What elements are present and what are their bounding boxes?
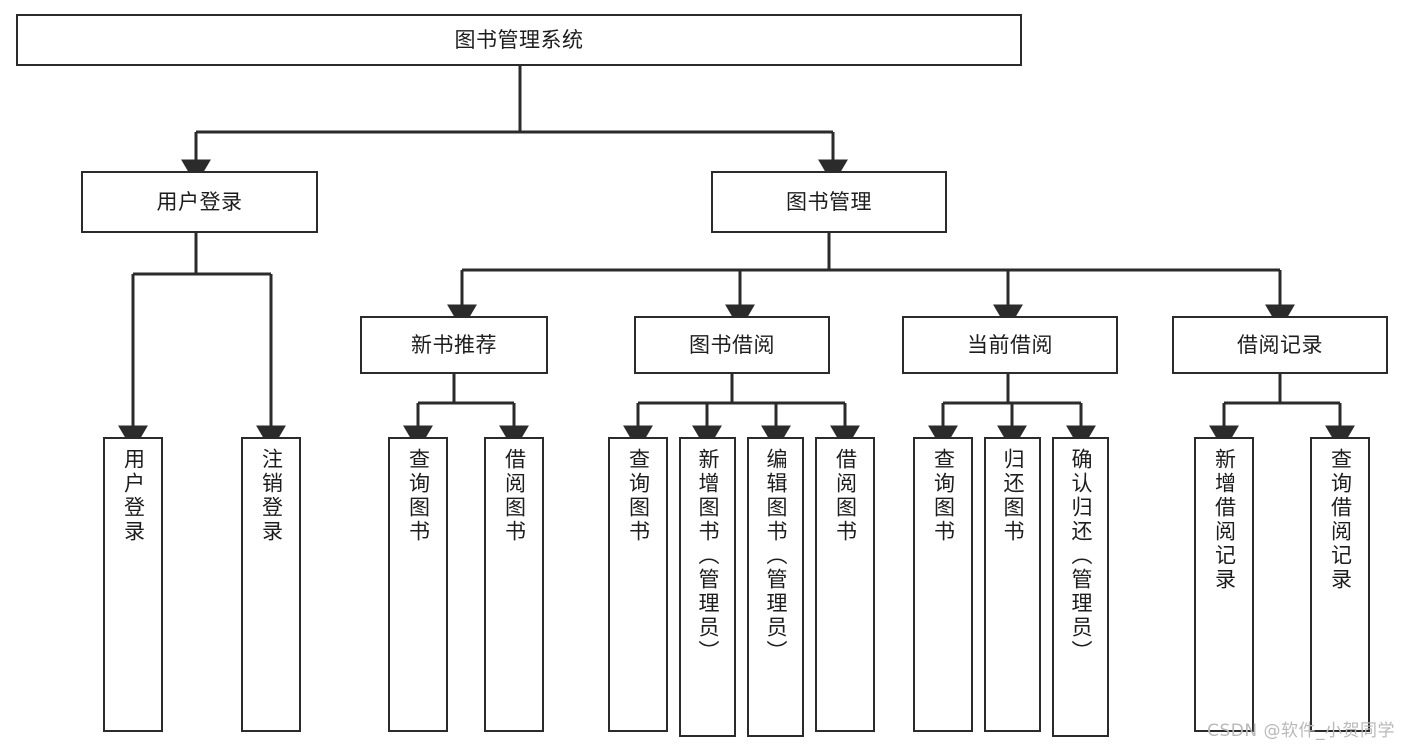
node-root-label: 图书管理系统: [454, 27, 584, 52]
leaf-borrow-book-newbook-label: 借阅图书: [502, 448, 527, 544]
node-book-borrow[interactable]: 图书借阅: [634, 316, 830, 374]
node-current-borrow-label: 当前借阅: [967, 332, 1053, 357]
node-book-management[interactable]: 图书管理: [711, 171, 947, 233]
node-current-borrow[interactable]: 当前借阅: [902, 316, 1118, 374]
leaf-add-borrow-record-label: 新增借阅记录: [1212, 448, 1237, 592]
leaf-add-book-admin-label: 新增图书（管理员）: [696, 448, 720, 664]
leaf-query-book-current[interactable]: 查询图书: [913, 437, 973, 732]
leaf-user-login[interactable]: 用户登录: [103, 437, 163, 732]
leaf-add-book-admin[interactable]: 新增图书（管理员）: [679, 437, 736, 737]
node-new-book-recommend-label: 新书推荐: [411, 332, 497, 357]
leaf-confirm-return-admin[interactable]: 确认归还（管理员）: [1052, 437, 1109, 737]
node-root[interactable]: 图书管理系统: [16, 14, 1022, 66]
leaf-return-book-label: 归还图书: [1001, 448, 1025, 544]
node-borrow-record[interactable]: 借阅记录: [1172, 316, 1388, 374]
node-user-login-label: 用户登录: [156, 189, 243, 214]
leaf-add-borrow-record[interactable]: 新增借阅记录: [1194, 437, 1254, 732]
node-new-book-recommend[interactable]: 新书推荐: [360, 316, 548, 374]
leaf-borrow-book-newbook[interactable]: 借阅图书: [484, 437, 544, 732]
leaf-query-book-newbook[interactable]: 查询图书: [388, 437, 448, 732]
leaf-query-borrow-record-label: 查询借阅记录: [1328, 448, 1353, 592]
leaf-borrow-book-borrow-label: 借阅图书: [833, 448, 858, 544]
watermark-text: CSDN @软件_小贺同学: [1207, 721, 1395, 741]
node-book-borrow-label: 图书借阅: [689, 332, 775, 357]
leaf-user-login-label: 用户登录: [121, 448, 146, 544]
leaf-query-borrow-record[interactable]: 查询借阅记录: [1310, 437, 1370, 732]
leaf-borrow-book-borrow[interactable]: 借阅图书: [815, 437, 875, 732]
leaf-query-book-newbook-label: 查询图书: [406, 448, 431, 544]
leaf-query-book-borrow-label: 查询图书: [626, 448, 651, 544]
leaf-return-book[interactable]: 归还图书: [984, 437, 1041, 732]
node-book-management-label: 图书管理: [786, 189, 872, 214]
leaf-edit-book-admin[interactable]: 编辑图书（管理员）: [747, 437, 804, 737]
leaf-query-book-current-label: 查询图书: [931, 448, 956, 544]
leaf-confirm-return-admin-label: 确认归还（管理员）: [1069, 448, 1093, 664]
leaf-logout-login-label: 注销登录: [259, 448, 284, 544]
leaf-query-book-borrow[interactable]: 查询图书: [608, 437, 668, 732]
leaf-edit-book-admin-label: 编辑图书（管理员）: [764, 448, 788, 664]
node-user-login[interactable]: 用户登录: [81, 171, 318, 233]
leaf-logout-login[interactable]: 注销登录: [241, 437, 301, 732]
node-borrow-record-label: 借阅记录: [1237, 332, 1323, 357]
